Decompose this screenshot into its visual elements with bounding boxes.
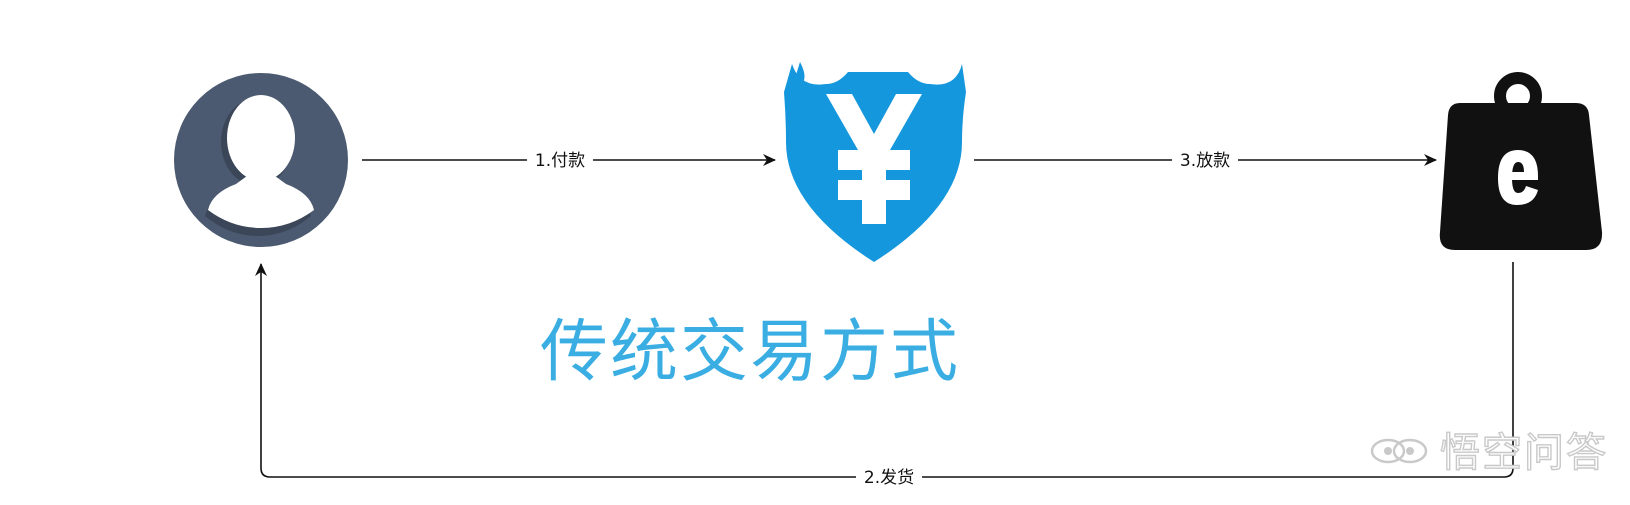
escrow-yuan-shield-icon (784, 62, 966, 262)
edge-release: 3.放款 (974, 148, 1437, 172)
edge-release-label: 3.放款 (1180, 151, 1230, 171)
watermark-text: 悟空问答 (1439, 429, 1608, 476)
edge-pay: 1.付款 (362, 148, 776, 172)
edge-ship-label: 2.发货 (864, 468, 914, 488)
seller-shopping-bag-icon (1439, 72, 1603, 250)
edge-pay-label: 1.付款 (535, 151, 585, 171)
buyer-user-icon (174, 73, 348, 247)
diagram-title: 传统交易方式 (539, 313, 960, 392)
watermark: 悟空问答 (1368, 420, 1608, 478)
wukong-logo-icon (1370, 438, 1428, 464)
edge-ship: 2.发货 (255, 262, 1514, 489)
